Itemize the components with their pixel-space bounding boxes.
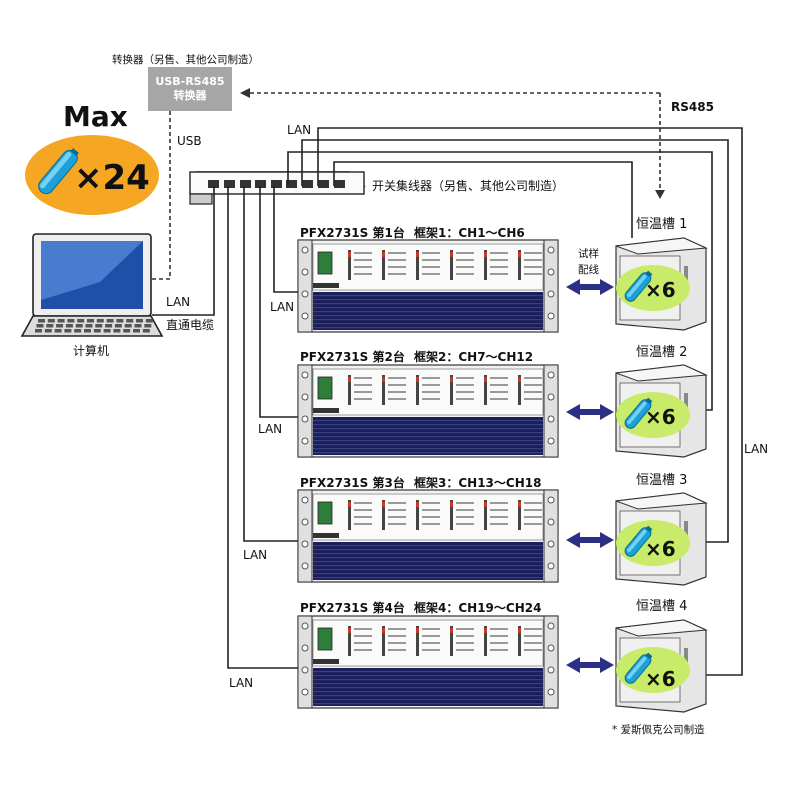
rack-lan-cable-1 xyxy=(273,186,300,293)
chamber-cells-2: ×6 xyxy=(645,405,676,429)
laptop-icon xyxy=(20,233,164,337)
chamber-cells-3: ×6 xyxy=(645,537,676,561)
chamber-4 xyxy=(615,619,708,713)
rack-2 xyxy=(297,364,559,458)
pc-lan-label: LAN xyxy=(166,295,191,309)
usb-label: USB xyxy=(177,134,202,148)
chamber-label-4: 恒温槽 4 xyxy=(636,599,688,614)
chamber-2 xyxy=(615,364,708,458)
chamber-label-3: 恒温槽 3 xyxy=(636,473,688,488)
wiring-arrow-4 xyxy=(566,657,614,673)
switch-port xyxy=(334,180,345,188)
chamber-lan-3 xyxy=(301,139,729,543)
rack-lan-label-2: LAN xyxy=(258,422,283,436)
rack-title-4: PFX2731S 第4台 xyxy=(300,601,405,615)
rs485-label: RS485 xyxy=(671,100,714,114)
rs485-arrow-left xyxy=(240,88,250,98)
lan-top-label: LAN xyxy=(287,123,312,137)
chamber-label-2: 恒温槽 2 xyxy=(636,345,688,360)
chamber-cells-4: ×6 xyxy=(645,667,676,691)
rack-display xyxy=(317,376,333,400)
max-count: ×24 xyxy=(74,158,150,198)
rack-4 xyxy=(297,615,559,709)
rack-1 xyxy=(297,239,559,333)
chamber-lan-4 xyxy=(317,127,743,676)
pc-lan-cable xyxy=(152,186,215,316)
rack-display xyxy=(317,627,333,651)
rack-3 xyxy=(297,489,559,583)
rack-frame-3: 框架3：CH13～CH18 xyxy=(414,476,542,490)
chamber-label-1: 恒温槽 1 xyxy=(636,217,688,232)
rack-lan-cable-4 xyxy=(227,186,300,669)
converter-line1: USB-RS485 xyxy=(155,75,225,89)
rack-frame-1: 框架1：CH1～CH6 xyxy=(414,226,525,240)
right-lan-label: LAN xyxy=(744,442,769,456)
wiring-label-1: 试样 xyxy=(578,248,599,260)
usb-rs485-converter: USB-RS485 转换器 xyxy=(148,67,232,111)
chamber-1 xyxy=(615,237,708,331)
rack-lan-cable-2 xyxy=(259,186,300,418)
wiring-arrow-1 xyxy=(566,279,614,295)
switch-port xyxy=(286,180,297,188)
wiring-arrow-3 xyxy=(566,532,614,548)
rack-lan-label-1: LAN xyxy=(270,300,295,314)
usb-cable xyxy=(152,111,171,280)
chamber-battery-icon xyxy=(624,525,653,557)
chamber-lan-2 xyxy=(287,151,713,411)
rack-title-2: PFX2731S 第2台 xyxy=(300,350,405,364)
rack-frame-4: 框架4：CH19～CH24 xyxy=(414,601,542,615)
switch-port xyxy=(318,180,329,188)
rack-lan-label-3: LAN xyxy=(243,548,268,562)
rack-frame-2: 框架2：CH7～CH12 xyxy=(414,350,534,364)
chamber-battery-icon xyxy=(624,397,653,429)
switch-port xyxy=(271,180,282,188)
switch-port xyxy=(302,180,313,188)
rack-display xyxy=(317,501,333,525)
rack-display xyxy=(317,251,333,275)
rack-title-3: PFX2731S 第3台 xyxy=(300,476,405,490)
chamber-battery-icon xyxy=(624,270,653,302)
rack-title-1: PFX2731S 第1台 xyxy=(300,226,405,240)
rack-lan-cable-3 xyxy=(243,186,300,542)
max-title: Max xyxy=(63,100,128,133)
chamber-3 xyxy=(615,492,708,586)
rs485-arrow-down xyxy=(655,190,665,199)
wiring-label-2: 配线 xyxy=(578,264,599,276)
wiring-arrow-2 xyxy=(566,404,614,420)
rack-lan-label-4: LAN xyxy=(229,676,254,690)
switch-port xyxy=(255,180,266,188)
chamber-battery-icon xyxy=(624,652,653,684)
converter-caption: 转换器（另售、其他公司制造） xyxy=(112,54,259,66)
switch-hub xyxy=(189,171,366,205)
switch-label: 开关集线器（另售、其他公司制造） xyxy=(372,179,565,193)
switch-port xyxy=(224,180,235,188)
pc-name: 计算机 xyxy=(73,344,110,358)
switch-port xyxy=(208,180,219,188)
chamber-lan-1 xyxy=(333,161,633,238)
switch-port xyxy=(240,180,251,188)
footnote: * 爱斯佩克公司制造 xyxy=(612,724,705,736)
chamber-cells-1: ×6 xyxy=(645,278,676,302)
converter-line2: 转换器 xyxy=(173,89,207,102)
pc-cable-label: 直通电缆 xyxy=(166,318,215,332)
